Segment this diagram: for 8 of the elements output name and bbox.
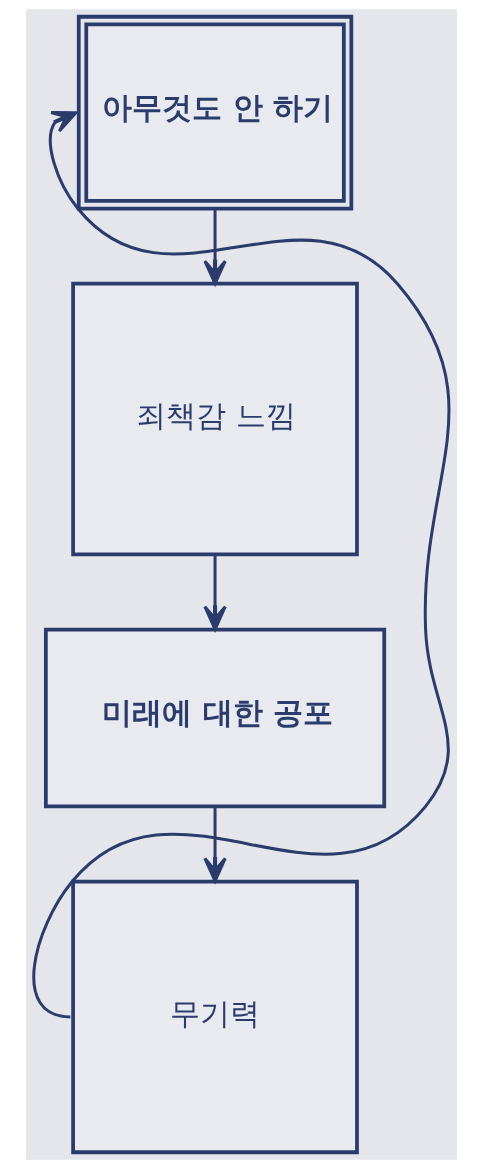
node-box: 죄책감 느낌 [71, 281, 359, 557]
node-box: 미래에 대한 공포 [43, 627, 387, 809]
arrow [203, 554, 227, 631]
arrow [203, 806, 227, 883]
arrow [32, 110, 451, 1019]
arrow [203, 208, 227, 286]
node-box: 무기력 [71, 879, 359, 1155]
node-box: 아무것도 안 하기 [76, 14, 354, 211]
